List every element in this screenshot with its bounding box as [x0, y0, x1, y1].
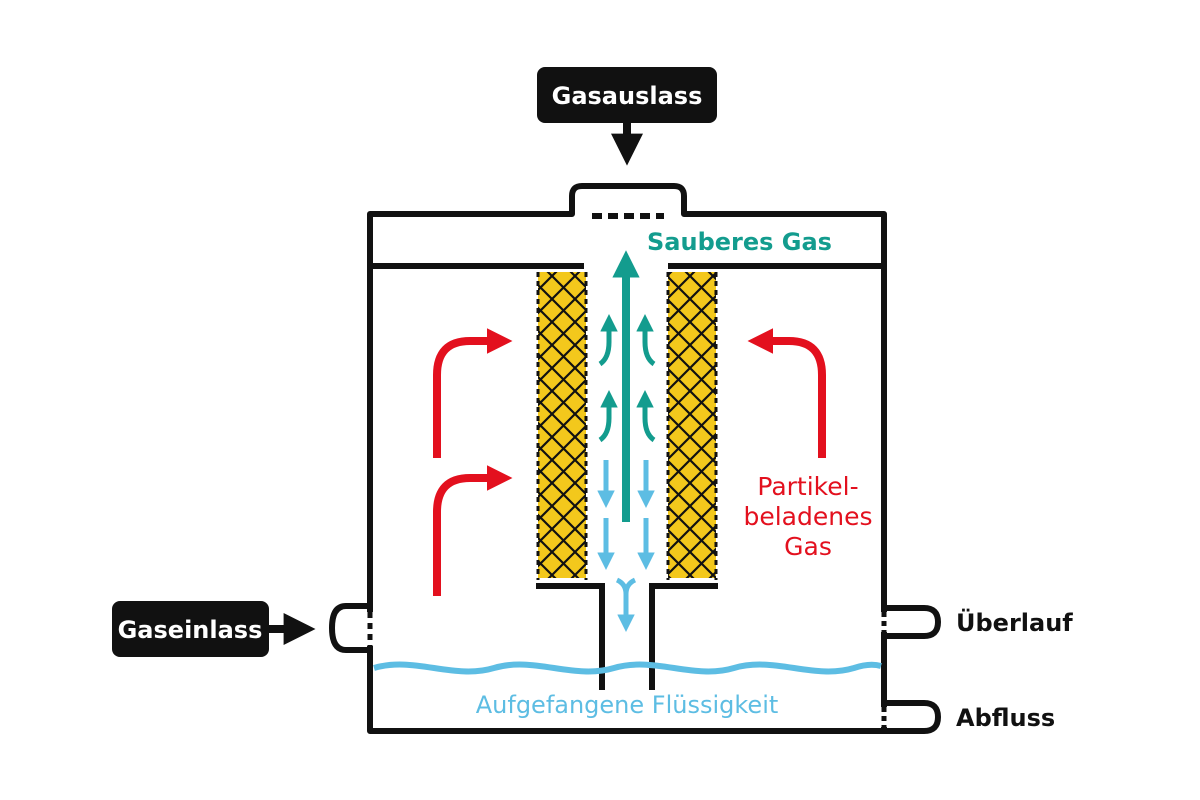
dirty-gas-arrows — [433, 328, 826, 596]
particle-gas-label-line1: Partikel- — [757, 472, 858, 501]
red-arrow-upper-left — [433, 328, 513, 458]
drain-nozzle — [880, 700, 942, 734]
overflow-label: Überlauf — [956, 607, 1073, 637]
filter-element — [536, 272, 718, 690]
liquid-droplet-arrows — [597, 460, 655, 632]
clean-gas-label: Sauberes Gas — [647, 228, 832, 256]
gas-inlet-label: Gaseinlass — [118, 616, 263, 644]
drain-label: Abfluss — [956, 704, 1055, 732]
gas-outlet-box — [537, 67, 717, 123]
vessel — [367, 183, 887, 734]
liquid-surface — [373, 661, 882, 675]
gas-inlet-box — [112, 601, 269, 657]
collected-liquid-label: Aufgefangene Flüssigkeit — [476, 691, 779, 719]
filter-mesh-right — [668, 272, 716, 578]
blue-arrow-merge — [615, 577, 637, 595]
gas-outlet-label: Gasauslass — [552, 82, 703, 110]
teal-arrow-left-upper — [598, 314, 618, 367]
particle-gas-label-line2: beladenes — [743, 502, 872, 531]
teal-arrow-right-upper — [636, 314, 656, 367]
particle-gas-label-line3: Gas — [784, 532, 832, 561]
filter-bottom-and-downcomer — [536, 583, 718, 690]
overflow-nozzle — [880, 605, 942, 639]
vessel-body — [367, 183, 887, 734]
red-arrow-right — [747, 328, 826, 458]
red-arrow-lower-left — [433, 465, 513, 596]
clean-gas-arrows — [598, 250, 656, 522]
gas-inlet-callout: Gaseinlass — [112, 601, 316, 657]
gas-outlet-callout: Gasauslass — [537, 67, 717, 166]
filter-mesh-left — [538, 272, 586, 578]
teal-arrow-left-lower — [598, 390, 618, 443]
inlet-nozzle — [328, 603, 374, 653]
teal-arrow-right-lower — [636, 390, 656, 443]
